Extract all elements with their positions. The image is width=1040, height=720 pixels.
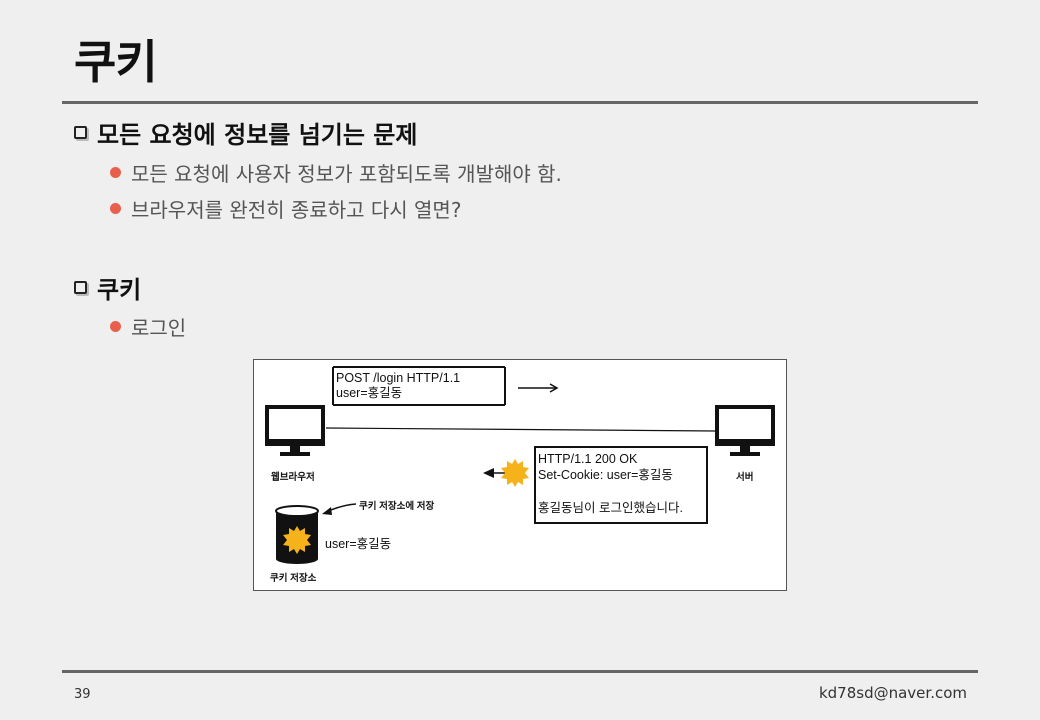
section-heading-text: 쿠키: [97, 276, 142, 304]
cookie-sun-icon: [501, 459, 529, 487]
connection-line: [325, 427, 717, 432]
section-heading-text: 모든 요청에 정보를 넘기는 문제: [97, 121, 418, 149]
cookie-value: user=홍길동: [325, 537, 392, 551]
store-note: 쿠키 저장소에 저장: [359, 501, 435, 512]
server-label: 서버: [736, 472, 754, 483]
monitor-icon: [265, 405, 325, 456]
page-number: 39: [74, 687, 91, 702]
section-heading-problem: 모든 요청에 정보를 넘기는 문제: [74, 115, 417, 150]
author-email: kd78sd@naver.com: [818, 684, 967, 702]
bullet-dot-icon: [110, 321, 121, 332]
server-monitor-icon: [715, 405, 775, 456]
request-line-2: user=홍길동: [336, 386, 403, 400]
bullet-item: 로그인: [110, 312, 186, 341]
client-label: 웹브라우저: [271, 472, 315, 483]
request-line-1: POST /login HTTP/1.1: [336, 371, 461, 385]
right-arrow-icon: [518, 383, 559, 393]
checkbox-square-icon: [74, 126, 87, 139]
bullet-dot-icon: [110, 203, 121, 214]
store-label: 쿠키 저장소: [270, 573, 317, 584]
bullet-text: 모든 요청에 사용자 정보가 포함되도록 개발해야 함.: [131, 162, 562, 186]
response-line-2: Set-Cookie: user=홍길동: [538, 468, 673, 482]
slide-title: 쿠키: [74, 35, 158, 89]
checkbox-square-icon: [74, 281, 87, 294]
title-divider: [62, 101, 978, 104]
store-pointer-arrow-icon: [322, 503, 357, 515]
request-box: [332, 366, 506, 406]
bullet-text: 브라우저를 완전히 종료하고 다시 열면?: [131, 198, 462, 222]
section-heading-cookie: 쿠키: [74, 270, 141, 305]
footer-divider: [62, 670, 978, 673]
bullet-text: 로그인: [131, 316, 187, 340]
bullet-dot-icon: [110, 167, 121, 178]
stored-cookie-sun-icon: [283, 526, 311, 554]
response-line-3: 홍길동님이 로그인했습니다.: [538, 501, 683, 515]
response-box: [534, 446, 708, 524]
bullet-item: 브라우저를 완전히 종료하고 다시 열면?: [110, 194, 461, 223]
login-cookie-diagram: POST /login HTTP/1.1 user=홍길동 HTTP/1.1 2…: [253, 359, 787, 591]
response-line-1: HTTP/1.1 200 OK: [538, 452, 638, 466]
bullet-item: 모든 요청에 사용자 정보가 포함되도록 개발해야 함.: [110, 158, 562, 187]
